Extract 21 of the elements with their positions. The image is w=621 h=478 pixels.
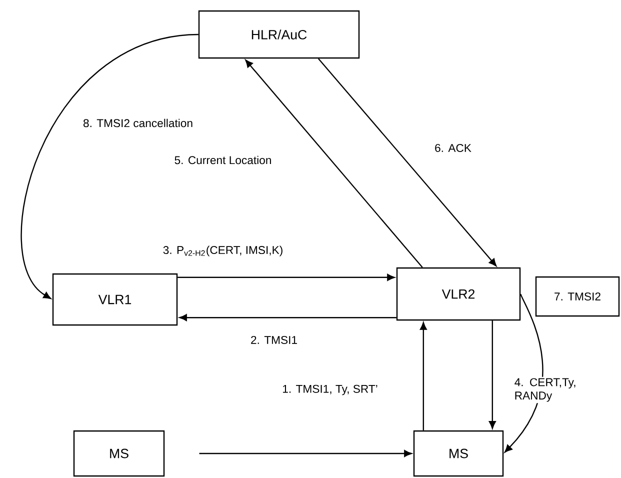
arrow bbox=[178, 274, 395, 281]
message-box: 7. TMSI2 bbox=[535, 276, 620, 317]
entity-box: VLR1 bbox=[52, 273, 178, 326]
entity-box: MS bbox=[413, 430, 504, 477]
edge-label: 6. ACK bbox=[433, 142, 473, 154]
arrow bbox=[199, 450, 412, 457]
edge-label: 5. Current Location bbox=[172, 154, 274, 166]
entity-box: MS bbox=[73, 430, 165, 477]
entity-box: VLR2 bbox=[396, 267, 521, 321]
arrow bbox=[20, 34, 198, 299]
edge-label: 1. TMSI1, Ty, SRT’ bbox=[280, 384, 380, 396]
arrow bbox=[420, 322, 427, 430]
edge-label: 3. P$_{v2-H2}$(CERT, IMSI,K) bbox=[162, 244, 284, 258]
edge-label: 8. TMSI2 cancellation bbox=[82, 118, 194, 128]
edge-label: 2. TMSI1 bbox=[249, 334, 299, 346]
arrow bbox=[318, 58, 497, 266]
arrow bbox=[179, 314, 396, 322]
edge-label: 4. CERT,Ty, RANDy bbox=[513, 376, 585, 404]
arrow bbox=[488, 320, 496, 429]
arrow bbox=[245, 60, 423, 268]
entity-box: HLR/AuC bbox=[198, 10, 360, 59]
